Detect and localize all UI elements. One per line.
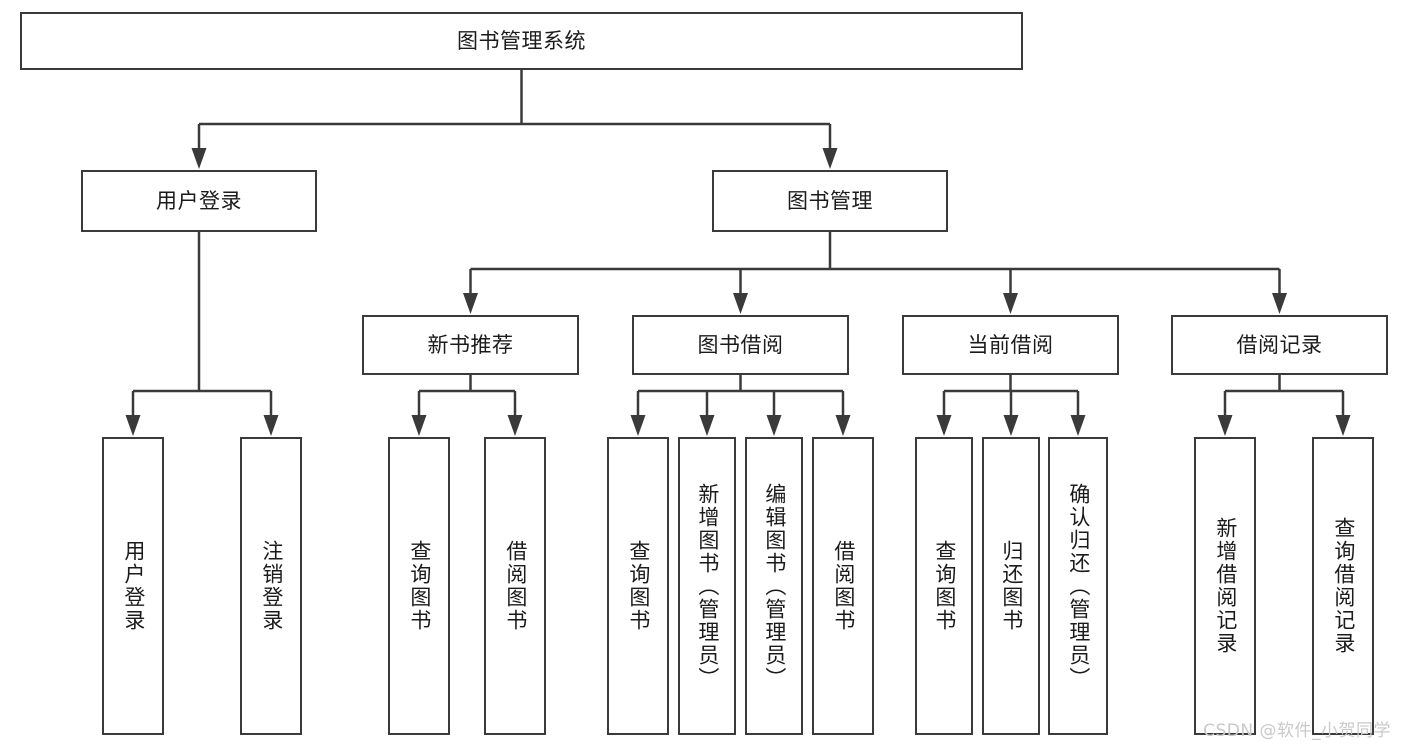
arrowhead-icon <box>507 415 523 436</box>
arrowhead-icon <box>1335 415 1351 436</box>
node-leaf-login[interactable]: 用户登录 <box>102 437 164 735</box>
node-leaf-logout[interactable]: 注销登录 <box>240 437 302 735</box>
arrowhead-icon <box>1003 293 1018 314</box>
node-label: 确认归还（管理员） <box>1066 482 1091 690</box>
node-newbook[interactable]: 新书推荐 <box>362 315 579 375</box>
node-leaf-query-b[interactable]: 查询图书 <box>607 437 669 735</box>
node-label: 注销登录 <box>259 540 284 632</box>
node-label: 查询借阅记录 <box>1331 517 1356 655</box>
node-borrow[interactable]: 图书借阅 <box>632 315 849 375</box>
arrowhead-icon <box>463 293 478 314</box>
arrowhead-icon <box>1070 415 1086 436</box>
node-leaf-query-record[interactable]: 查询借阅记录 <box>1312 437 1374 735</box>
node-label: 新增图书（管理员） <box>695 482 720 690</box>
node-label: 图书借阅 <box>697 332 784 357</box>
node-label: 用户登录 <box>156 188 242 213</box>
arrowhead-icon <box>766 415 782 436</box>
node-label: 当前借阅 <box>967 332 1054 357</box>
node-leaf-confirm[interactable]: 确认归还（管理员） <box>1048 437 1108 735</box>
node-label: 借阅记录 <box>1236 332 1323 357</box>
arrowhead-icon <box>699 415 715 436</box>
arrowhead-icon <box>191 148 207 169</box>
node-leaf-return[interactable]: 归还图书 <box>982 437 1040 735</box>
arrowhead-icon <box>936 415 952 436</box>
arrowhead-icon <box>263 415 279 436</box>
arrowhead-icon <box>822 148 838 169</box>
node-leaf-add-record[interactable]: 新增借阅记录 <box>1194 437 1256 735</box>
node-label: 图书管理系统 <box>457 28 586 53</box>
arrowhead-icon <box>125 415 141 436</box>
node-leaf-query-new[interactable]: 查询图书 <box>388 437 450 735</box>
node-leaf-add-book[interactable]: 新增图书（管理员） <box>678 437 736 735</box>
node-leaf-query-c[interactable]: 查询图书 <box>915 437 973 735</box>
node-label: 归还图书 <box>999 540 1024 632</box>
node-label: 查询图书 <box>407 540 432 632</box>
node-label: 查询图书 <box>626 540 651 632</box>
watermark: CSDN @软件_小贺同学 <box>1203 721 1391 741</box>
node-label: 编辑图书（管理员） <box>762 482 787 690</box>
arrowhead-icon <box>1217 415 1233 436</box>
node-label: 借阅图书 <box>503 540 528 632</box>
node-root[interactable]: 图书管理系统 <box>20 12 1023 70</box>
node-login[interactable]: 用户登录 <box>81 170 317 232</box>
arrowhead-icon <box>733 293 748 314</box>
node-leaf-borrow-book[interactable]: 借阅图书 <box>812 437 874 735</box>
arrowhead-icon <box>835 415 851 436</box>
node-label: 图书管理 <box>787 188 873 213</box>
node-label: 用户登录 <box>121 540 146 632</box>
arrowhead-icon <box>411 415 427 436</box>
node-label: 新书推荐 <box>427 332 514 357</box>
node-leaf-borrow-new[interactable]: 借阅图书 <box>484 437 546 735</box>
arrowhead-icon <box>630 415 646 436</box>
node-current[interactable]: 当前借阅 <box>902 315 1119 375</box>
node-label: 借阅图书 <box>831 540 856 632</box>
node-label: 新增借阅记录 <box>1213 517 1238 655</box>
arrowhead-icon <box>1272 293 1287 314</box>
node-bookmgmt[interactable]: 图书管理 <box>712 170 948 232</box>
node-leaf-edit-book[interactable]: 编辑图书（管理员） <box>745 437 803 735</box>
node-records[interactable]: 借阅记录 <box>1171 315 1388 375</box>
arrowhead-icon <box>1003 415 1019 436</box>
node-label: 查询图书 <box>932 540 957 632</box>
